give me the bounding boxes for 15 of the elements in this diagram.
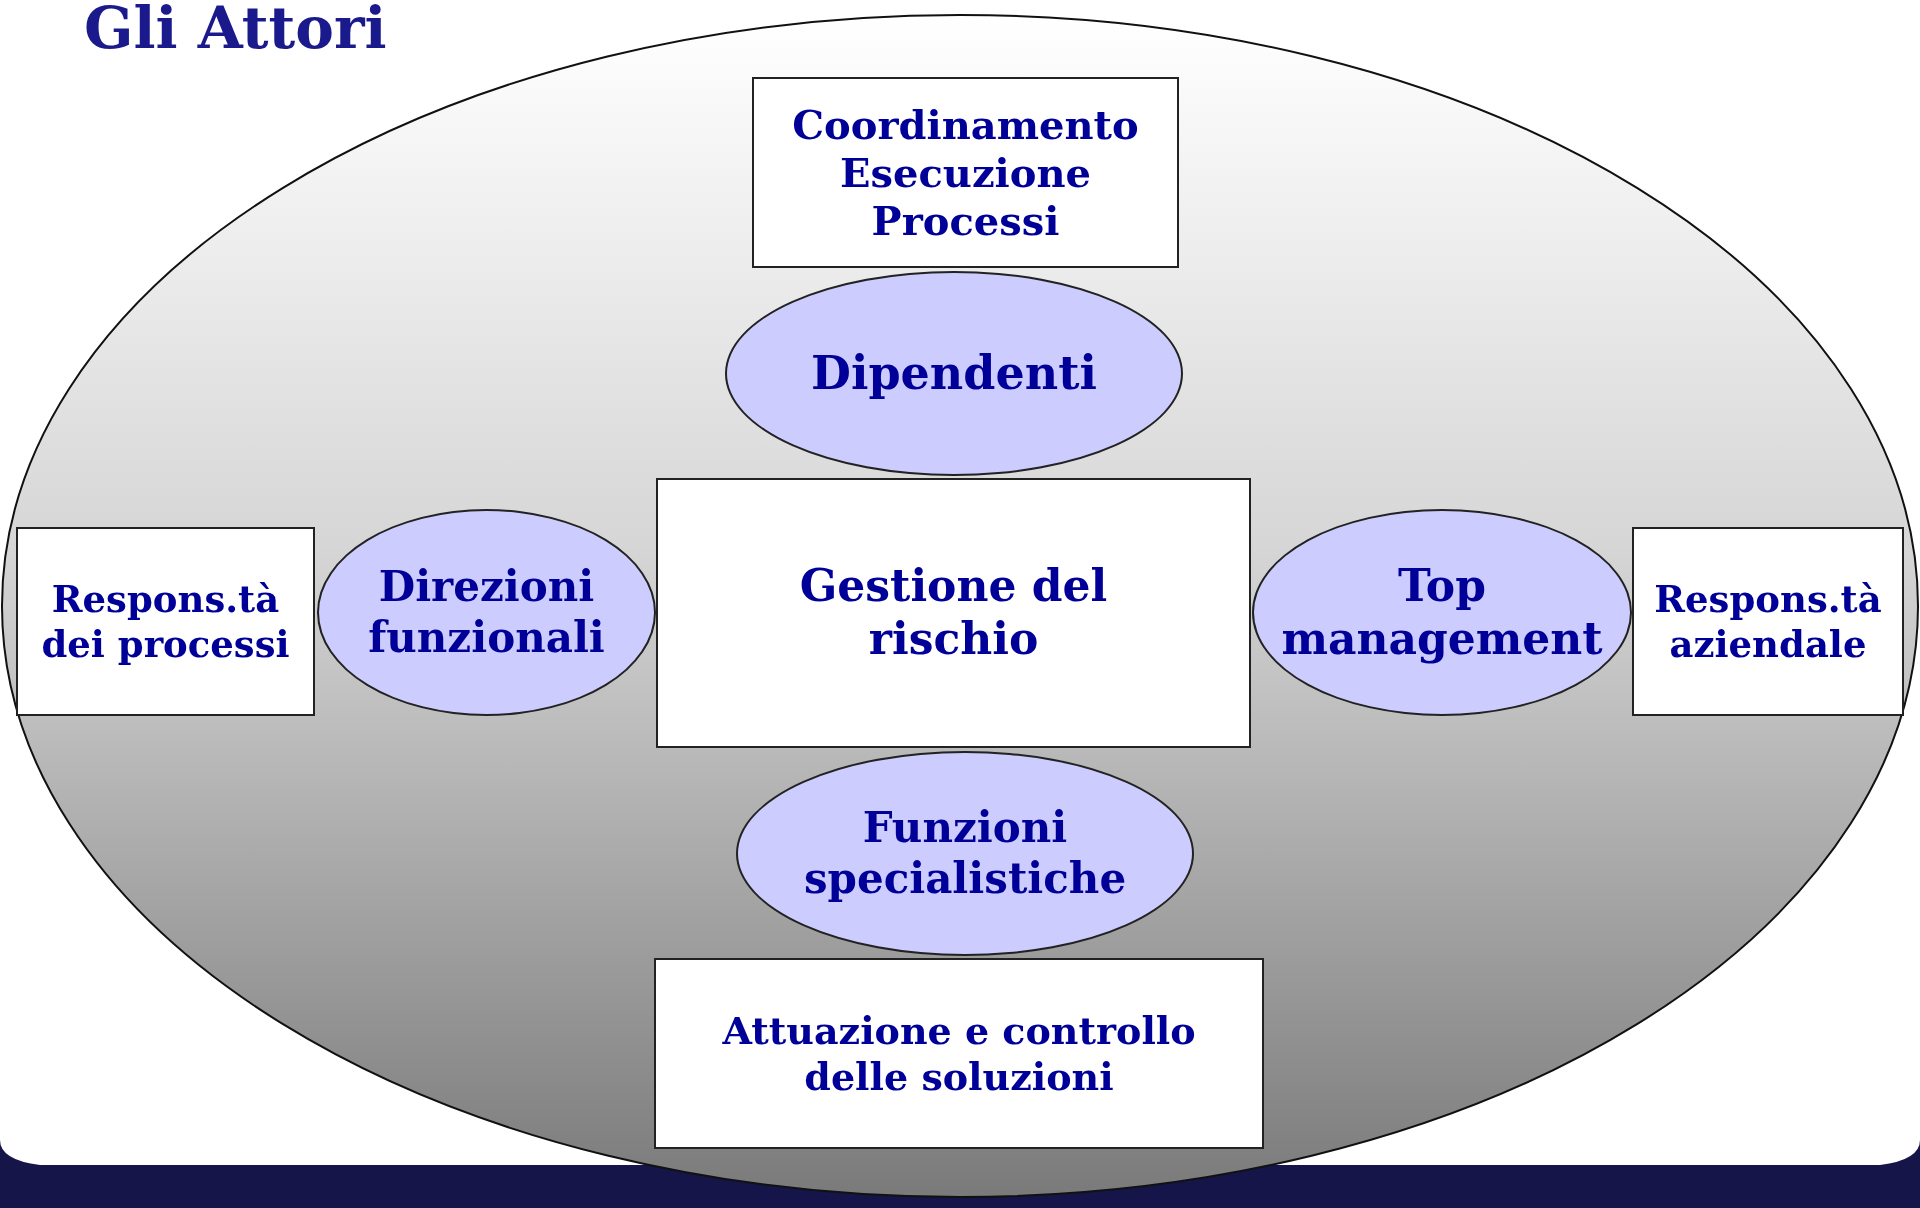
node-label: Attuazione e controllo delle soluzioni	[721, 1007, 1197, 1100]
title: Gli Attori	[84, 0, 387, 62]
node-label: Top management	[1280, 559, 1604, 666]
node-label: Respons.tà aziendale	[1653, 577, 1883, 666]
text-box	[654, 958, 1264, 1149]
text-box	[752, 77, 1179, 268]
text-box	[1632, 527, 1904, 716]
node-label: Funzioni specialistiche	[802, 803, 1128, 904]
node-label: Coordinamento Esecuzione Processi	[791, 100, 1140, 245]
text-box	[16, 527, 315, 716]
node-label: Dipendenti	[811, 345, 1097, 402]
node-label: Respons.tà dei processi	[40, 577, 291, 666]
node-label: Gestione del rischio	[798, 560, 1109, 666]
node-label: Direzioni funzionali	[367, 562, 606, 663]
text-box	[656, 478, 1251, 748]
